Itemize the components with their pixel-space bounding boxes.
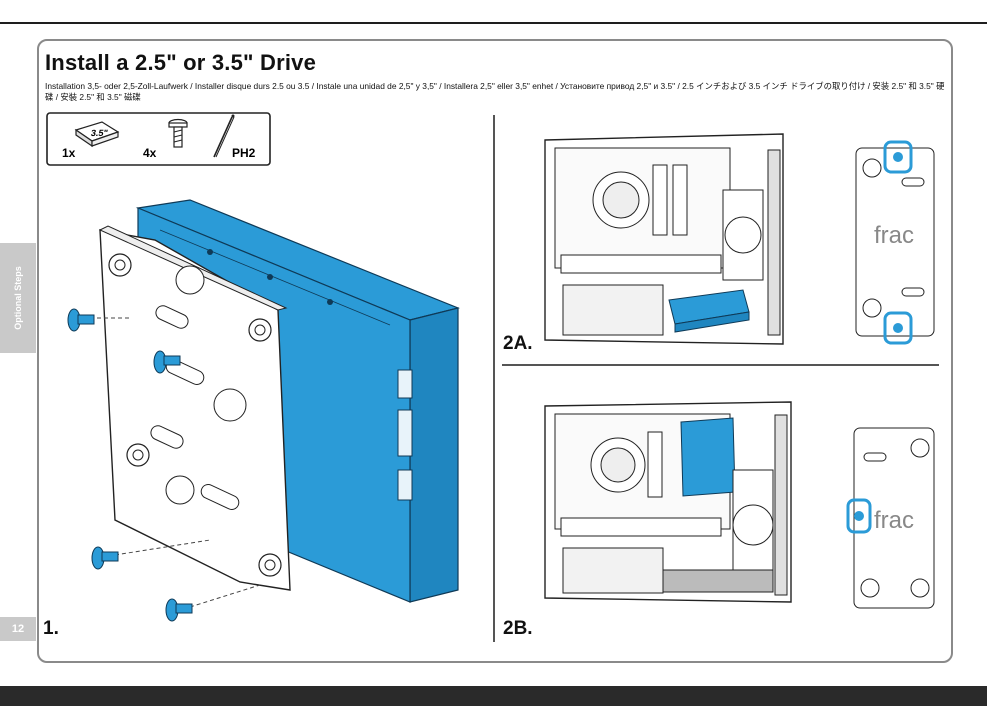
step-2a-label: 2A. <box>503 333 533 354</box>
page-number: 12 <box>0 617 36 641</box>
screw-icon <box>168 118 188 148</box>
highlight-bottom <box>883 311 913 345</box>
side-tab: Optional Steps <box>0 243 36 353</box>
drive-quantity: 1x <box>62 146 76 160</box>
drive-2b <box>680 417 736 497</box>
step-2b-label: 2B. <box>503 618 533 639</box>
vertical-divider <box>493 115 495 642</box>
step-1-label: 1. <box>43 618 59 639</box>
page-subtitle: Installation 3,5- oder 2,5-Zoll-Laufwerk… <box>45 81 945 102</box>
parts-box <box>46 112 271 166</box>
logo-2a: frac <box>874 222 914 249</box>
case-illustration-2b <box>544 401 792 603</box>
drive-bracket-illustration <box>67 199 460 622</box>
top-rule <box>0 0 987 24</box>
case-illustration-2a <box>544 133 784 345</box>
bracket-detail-2a: frac <box>855 140 935 345</box>
drive-bracket <box>98 225 291 591</box>
tool-label: PH2 <box>232 146 256 160</box>
screw-bottom-left <box>91 539 211 570</box>
bracket-detail-2b: frac <box>846 427 935 609</box>
drive-2a <box>668 289 750 333</box>
highlight-top <box>883 140 913 174</box>
side-tab-label: Optional Steps <box>13 266 23 330</box>
horizontal-divider <box>502 364 939 366</box>
screw-top-left <box>67 308 130 332</box>
logo-2b: frac <box>874 507 914 534</box>
screw-mid <box>153 350 181 374</box>
screw-quantity: 4x <box>143 146 157 160</box>
drive-size-label: 3.5" <box>90 128 109 138</box>
highlight-side <box>846 498 872 534</box>
bottom-bar <box>0 686 987 706</box>
screw-bottom <box>165 584 261 622</box>
screwdriver-icon <box>213 114 235 158</box>
page-title: Install a 2.5" or 3.5" Drive <box>45 50 317 75</box>
drive-icon <box>74 121 120 148</box>
